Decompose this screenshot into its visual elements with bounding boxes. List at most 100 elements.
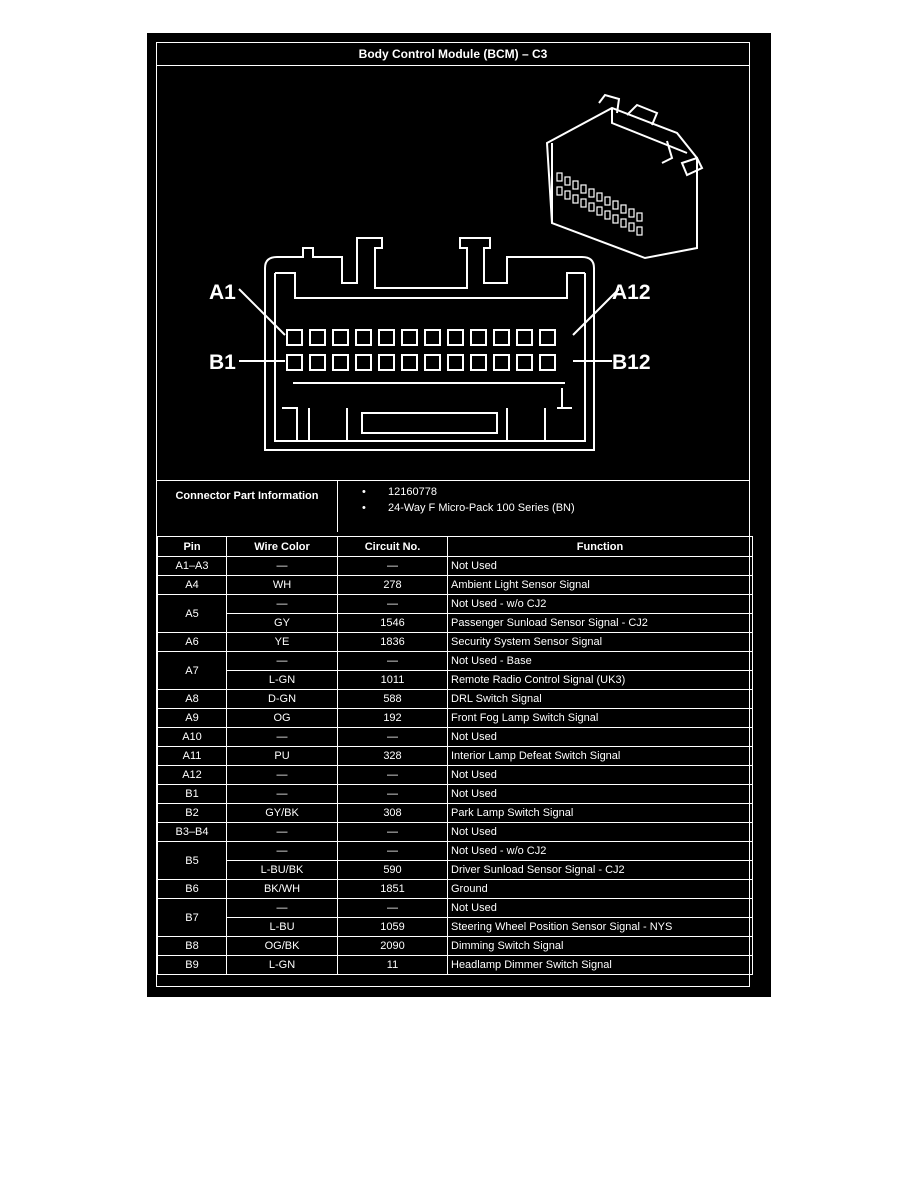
divider: [157, 65, 749, 66]
callout-a1: A1: [209, 281, 236, 304]
wire-color-cell: —: [226, 784, 338, 804]
callout-a12: A12: [612, 281, 651, 304]
circuit-cell: —: [337, 765, 448, 785]
pin-cell: A1–A3: [157, 556, 227, 576]
function-cell: Not Used - Base: [447, 651, 753, 671]
pinout-table: Pin Wire Color Circuit No. Function A1–A…: [157, 536, 753, 975]
pin-cell: B2: [157, 803, 227, 823]
table-row: B3–B4——Not Used: [157, 822, 753, 842]
function-cell: Dimming Switch Signal: [447, 936, 753, 956]
circuit-cell: 2090: [337, 936, 448, 956]
connector-diagram: A1 A12 B1 B12: [209, 93, 704, 451]
circuit-cell: —: [337, 822, 448, 842]
function-cell: Not Used - w/o CJ2: [447, 841, 753, 861]
circuit-cell: —: [337, 898, 448, 918]
circuit-cell: 1836: [337, 632, 448, 652]
function-cell: Not Used - w/o CJ2: [447, 594, 753, 614]
pin-cell: B1: [157, 784, 227, 804]
divider: [157, 480, 749, 481]
table-row: B7——Not Used: [157, 898, 753, 937]
function-cell: Interior Lamp Defeat Switch Signal: [447, 746, 753, 766]
wire-color-cell: BK/WH: [226, 879, 338, 899]
pin-cavities: [286, 329, 556, 371]
function-cell: Remote Radio Control Signal (UK3): [447, 670, 753, 690]
function-cell: Ground: [447, 879, 753, 899]
pin-cell: A5: [157, 594, 227, 633]
pin-cell: A6: [157, 632, 227, 652]
wire-color-cell: —: [226, 822, 338, 842]
part-description: 24-Way F Micro-Pack 100 Series (BN): [362, 500, 575, 516]
pin-cell: B5: [157, 841, 227, 880]
pin-cell: A10: [157, 727, 227, 747]
table-row: A7——Not Used - Base: [157, 651, 753, 690]
function-cell: Not Used: [447, 556, 753, 576]
function-cell: Not Used: [447, 765, 753, 785]
connector-3d-icon: [545, 93, 704, 260]
header-function: Function: [447, 536, 753, 557]
wire-color-cell: L-GN: [226, 955, 338, 975]
function-cell: Driver Sunload Sensor Signal - CJ2: [447, 860, 753, 880]
wire-color-cell: PU: [226, 746, 338, 766]
function-cell: Passenger Sunload Sensor Signal - CJ2: [447, 613, 753, 633]
pin-cell: A8: [157, 689, 227, 709]
callout-b12: B12: [612, 351, 651, 374]
function-cell: Not Used: [447, 898, 753, 918]
circuit-cell: 1546: [337, 613, 448, 633]
circuit-cell: —: [337, 784, 448, 804]
table-row: A5——Not Used - w/o CJ2: [157, 594, 753, 633]
circuit-cell: 328: [337, 746, 448, 766]
wire-color-cell: L-GN: [226, 670, 338, 690]
table-header-row: Pin Wire Color Circuit No. Function: [157, 536, 753, 557]
connector-face-icon: [264, 237, 595, 451]
wire-color-cell: OG/BK: [226, 936, 338, 956]
function-cell: Not Used: [447, 784, 753, 804]
callout-b1: B1: [209, 351, 236, 374]
connector-part-info-label: Connector Part Information: [175, 490, 319, 502]
table-row: A12——Not Used: [157, 765, 753, 785]
wire-color-cell: —: [226, 765, 338, 785]
wire-color-cell: L-BU/BK: [226, 860, 338, 880]
circuit-cell: 1059: [337, 917, 448, 937]
leader-lines: [238, 288, 620, 362]
pin-cell: B6: [157, 879, 227, 899]
circuit-cell: —: [337, 556, 448, 576]
function-cell: DRL Switch Signal: [447, 689, 753, 709]
connector-part-info-list: 12160778 24-Way F Micro-Pack 100 Series …: [362, 484, 575, 516]
wire-color-cell: —: [226, 594, 338, 614]
function-cell: Front Fog Lamp Switch Signal: [447, 708, 753, 728]
pin-cell: B3–B4: [157, 822, 227, 842]
header-pin: Pin: [157, 536, 227, 557]
wire-color-cell: —: [226, 898, 338, 918]
table-row: B1——Not Used: [157, 784, 753, 804]
function-cell: Security System Sensor Signal: [447, 632, 753, 652]
wire-color-cell: —: [226, 556, 338, 576]
wire-color-cell: GY/BK: [226, 803, 338, 823]
circuit-cell: 308: [337, 803, 448, 823]
pin-cell: A4: [157, 575, 227, 595]
circuit-cell: 590: [337, 860, 448, 880]
circuit-cell: 588: [337, 689, 448, 709]
function-cell: Not Used: [447, 822, 753, 842]
table-row: A1–A3——Not Used: [157, 556, 753, 576]
circuit-cell: 1011: [337, 670, 448, 690]
header-wire-color: Wire Color: [226, 536, 338, 557]
circuit-cell: 1851: [337, 879, 448, 899]
pin-cell: A12: [157, 765, 227, 785]
wire-color-cell: —: [226, 651, 338, 671]
circuit-cell: —: [337, 594, 448, 614]
pin-cell: A9: [157, 708, 227, 728]
table-row: A10——Not Used: [157, 727, 753, 747]
function-cell: Not Used: [447, 727, 753, 747]
connector-sheet: Body Control Module (BCM) – C3: [147, 33, 771, 997]
function-cell: Park Lamp Switch Signal: [447, 803, 753, 823]
circuit-cell: —: [337, 841, 448, 861]
